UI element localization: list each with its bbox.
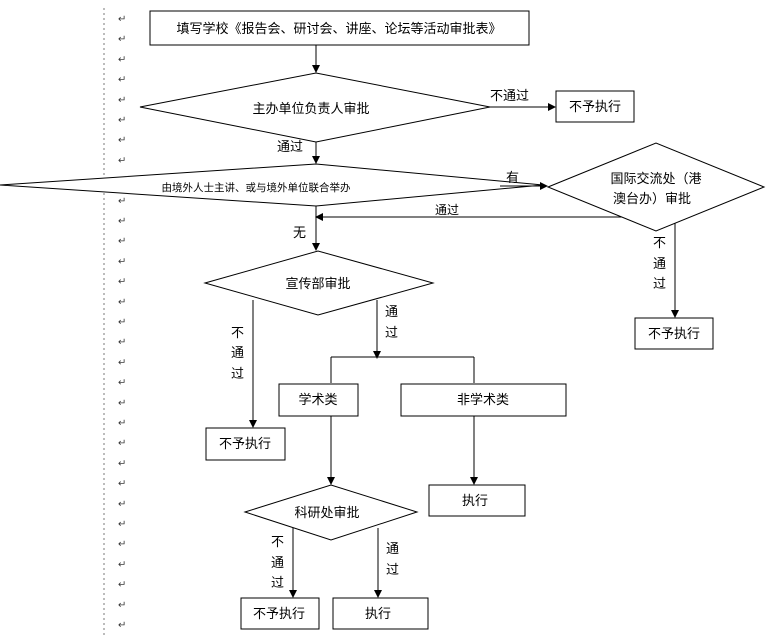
label-no: 无 [293,226,306,241]
paragraph-mark: ↵ [118,75,126,86]
start-box [149,10,530,46]
paragraph-mark: ↵ [118,236,126,247]
foreign-check-text: 由境外人士主讲、或与境外单位联合举办 [162,181,351,194]
reject-text-1: 不予执行 [569,100,621,115]
start-text: 填写学校《报告会、研讨会、讲座、论坛等活动审批表》 [176,21,501,37]
paragraph-mark: ↵ [118,398,126,409]
paragraph-mark: ↵ [118,216,126,227]
label-pass-prop-1: 通 [385,305,398,320]
label-pass-research-2: 过 [386,563,399,578]
label-fail-research-3: 过 [271,576,284,591]
label-fail-intl-2: 通 [653,257,666,272]
paragraph-mark: ↵ [118,196,126,207]
paragraph-mark: ↵ [118,95,126,106]
paragraph-mark: ↵ [118,297,126,308]
execute-text-2: 执行 [365,607,391,622]
paragraph-mark: ↵ [118,458,126,469]
paragraph-mark: ↵ [118,580,126,591]
intl-office-text-2: 澳台办）审批 [613,191,691,207]
paragraph-mark: ↵ [118,378,126,389]
label-fail-intl-3: 过 [653,277,666,292]
propaganda-text: 宣传部审批 [285,276,350,292]
label-pass-research-1: 通 [386,542,399,557]
paragraph-mark: ↵ [118,135,126,146]
paragraph-mark: ↵ [118,277,126,288]
paragraph-mark: ↵ [118,14,126,25]
label-pass-prop-2: 过 [385,326,398,341]
paragraph-mark: ↵ [118,479,126,490]
reject-box-2 [634,317,714,350]
reject-text-4: 不予执行 [253,607,305,622]
paragraph-mark: ↵ [118,256,126,267]
paragraph-mark: ↵ [118,539,126,550]
paragraph-mark: ↵ [118,559,126,570]
label-fail-prop-2: 通 [231,346,244,361]
paragraph-mark: ↵ [118,337,126,348]
academic-text: 学术类 [298,392,337,408]
non-academic-box [400,383,567,417]
reject-box-4 [240,597,320,630]
reject-text-3: 不予执行 [219,437,271,452]
paragraph-mark: ↵ [118,54,126,65]
label-fail-research-2: 通 [271,556,284,571]
label-fail-research-1: 不 [271,535,284,550]
paragraph-mark: ↵ [118,155,126,166]
non-academic-text: 非学术类 [457,392,509,408]
reject-text-2: 不予执行 [648,327,700,342]
paragraph-mark: ↵ [118,115,126,126]
reject-box-3 [205,427,286,461]
propaganda-diamond [203,250,435,316]
research-diamond [243,484,419,541]
paragraph-mark: ↵ [118,34,126,45]
paragraph-mark: ↵ [118,620,126,631]
execute-box-1 [428,484,526,517]
label-fail-prop-1: 不 [231,326,244,341]
paragraph-mark: ↵ [118,499,126,510]
label-pass-intl: 通过 [435,203,459,217]
intl-office-text-1: 国际交流处（港 [610,171,701,187]
label-fail-prop-3: 过 [231,367,244,382]
academic-box [278,383,359,417]
execute-text-1: 执行 [462,494,488,509]
reject-box-1 [555,90,635,123]
execute-box-2 [332,597,429,630]
label-fail-intl-1: 不 [653,236,666,251]
paragraph-mark: ↵ [118,519,126,530]
paragraph-mark: ↵ [118,317,126,328]
label-yes: 有 [506,171,519,186]
paragraph-mark: ↵ [118,357,126,368]
paragraph-mark: ↵ [118,438,126,449]
intl-office-diamond [546,142,766,232]
host-review-text: 主办单位负责人审批 [252,102,369,117]
label-fail-host: 不通过 [490,89,529,104]
paragraph-mark: ↵ [118,418,126,429]
research-text: 科研处审批 [294,506,359,521]
label-pass-host: 通过 [277,140,303,155]
paragraph-mark: ↵ [118,600,126,611]
paragraph-marks: ↵↵↵↵↵↵↵↵↵↵↵↵↵↵↵↵↵↵↵↵↵↵↵↵↵↵↵↵↵↵↵ [118,14,126,631]
